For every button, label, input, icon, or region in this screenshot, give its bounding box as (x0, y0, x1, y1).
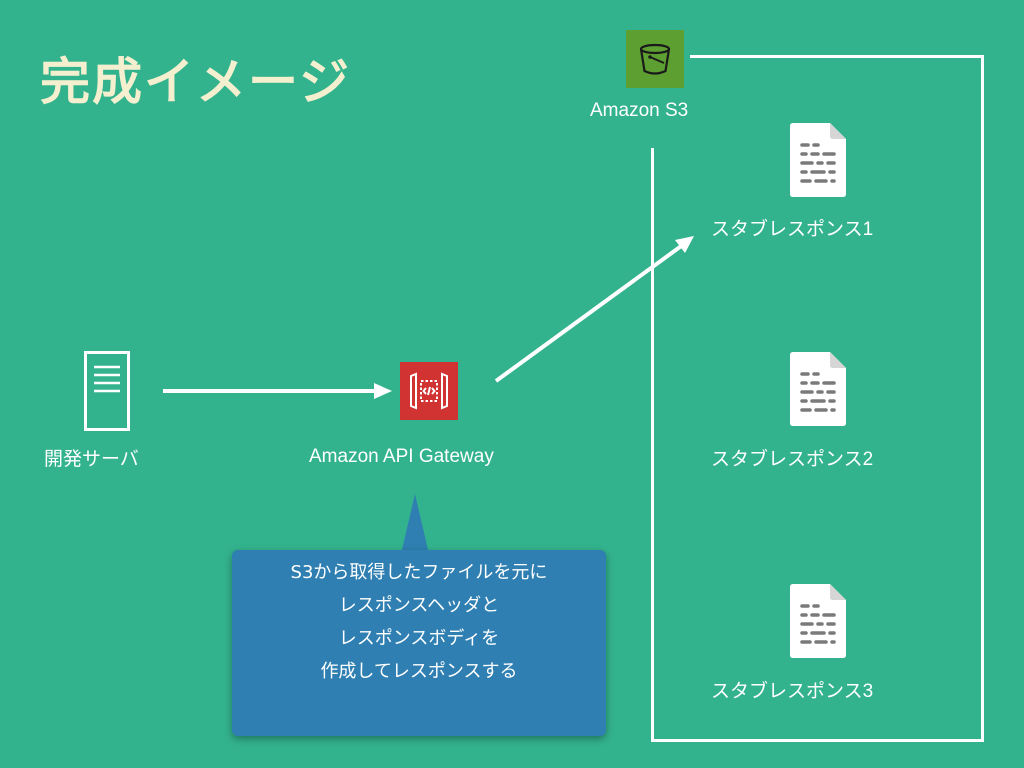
document-icon (790, 123, 846, 197)
s3-label: Amazon S3 (590, 100, 689, 121)
callout-tail (401, 494, 429, 554)
callout-line: レスポンスボディを (338, 628, 500, 649)
page-title: 完成イメージ (40, 53, 351, 111)
dev-server-label: 開発サーバ (44, 449, 139, 470)
s3-bucket-icon (626, 30, 684, 88)
api-gateway-icon (400, 362, 458, 420)
stub-response-1-label: スタブレスポンス1 (711, 219, 874, 240)
callout-box (232, 550, 606, 736)
api-gateway-label: Amazon API Gateway (309, 446, 494, 467)
document-icon (790, 584, 846, 658)
stub-response-3-label: スタブレスポンス3 (711, 681, 874, 702)
document-icon (790, 352, 846, 426)
callout-line: レスポンスヘッダと (338, 595, 500, 616)
arrow-server-to-gateway (163, 383, 392, 399)
arrow-gateway-to-stub1 (494, 236, 694, 383)
stub-response-2-label: スタブレスポンス2 (711, 449, 874, 470)
s3-container (651, 55, 984, 742)
server-icon (84, 351, 130, 431)
callout-line: 作成してレスポンスする (320, 661, 518, 682)
callout-line: S3から取得したファイルを元に (290, 562, 548, 583)
callout-text: S3から取得したファイルを元に レスポンスヘッダと レスポンスボディを 作成して… (232, 556, 606, 688)
